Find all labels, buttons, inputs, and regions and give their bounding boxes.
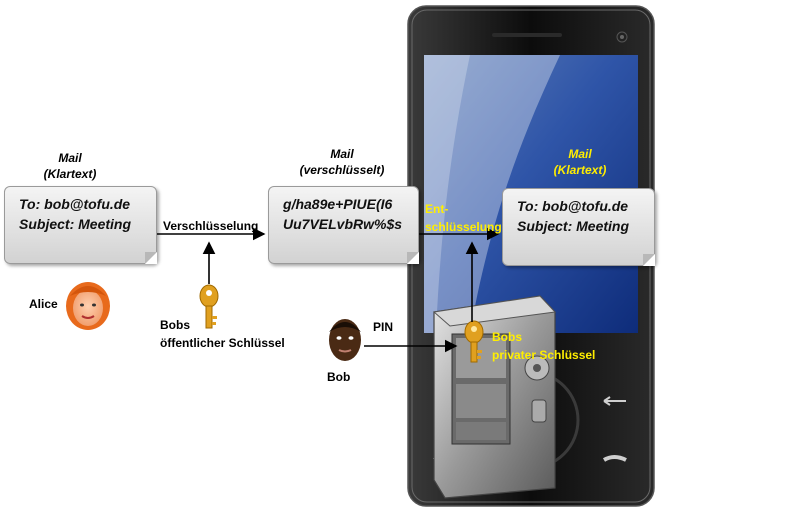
mail-encrypted: g/ha89e+PIUE(I6 Uu7VELvbRw%$s [268, 186, 419, 264]
encryption-label: Verschlüsselung [163, 219, 259, 233]
public-key-label-line2: öffentlicher Schlüssel [160, 336, 285, 350]
back-icon [603, 396, 626, 406]
private-key-label-line2: privater Schlüssel [492, 348, 596, 362]
mail-plain-left: To: bob@tofu.de Subject: Meeting [4, 186, 157, 264]
bob-label: Bob [327, 370, 351, 384]
mail-title-line1: Mail [330, 147, 354, 161]
mail-title-line1: Mail [568, 147, 592, 161]
decryption-label: Ent- schlüsselung [425, 200, 502, 236]
hangup-icon [602, 455, 627, 462]
mail-to: To: bob@tofu.de [19, 196, 131, 212]
public-key-label: Bobs öffentlicher Schlüssel [160, 316, 285, 352]
alice-label: Alice [29, 297, 58, 311]
mail-subject: Subject: Meeting [517, 218, 630, 234]
private-key-icon [464, 320, 484, 363]
mail-title-line2: (Klartext) [553, 163, 607, 177]
cipher-line1: g/ha89e+PIUE(I6 [283, 196, 393, 212]
mail-plain-right: To: bob@tofu.de Subject: Meeting [502, 188, 655, 266]
safe-icon [432, 295, 557, 499]
mail-plain-left-title: Mail (Klartext) [20, 150, 120, 182]
mail-title-line2: (verschlüsselt) [299, 163, 385, 177]
private-key-label-line1: Bobs [492, 330, 522, 344]
pin-label: PIN [373, 320, 394, 334]
private-key-label: Bobs privater Schlüssel [492, 328, 595, 364]
mail-title-line1: Mail [58, 151, 82, 165]
mail-encrypted-title: Mail (verschlüsselt) [292, 146, 392, 178]
mail-subject: Subject: Meeting [19, 216, 132, 232]
cipher-line2: Uu7VELvbRw%$s [283, 216, 403, 232]
decryption-label-line1: Ent- [425, 202, 449, 216]
decryption-label-line2: schlüsselung [425, 220, 502, 234]
alice-avatar [66, 282, 110, 330]
mail-title-line2: (Klartext) [43, 167, 97, 181]
public-key-icon [199, 284, 219, 329]
public-key-label-line1: Bobs [160, 318, 190, 332]
mail-plain-right-title: Mail (Klartext) [530, 146, 630, 178]
bob-avatar [329, 319, 361, 361]
mail-to: To: bob@tofu.de [517, 198, 629, 214]
